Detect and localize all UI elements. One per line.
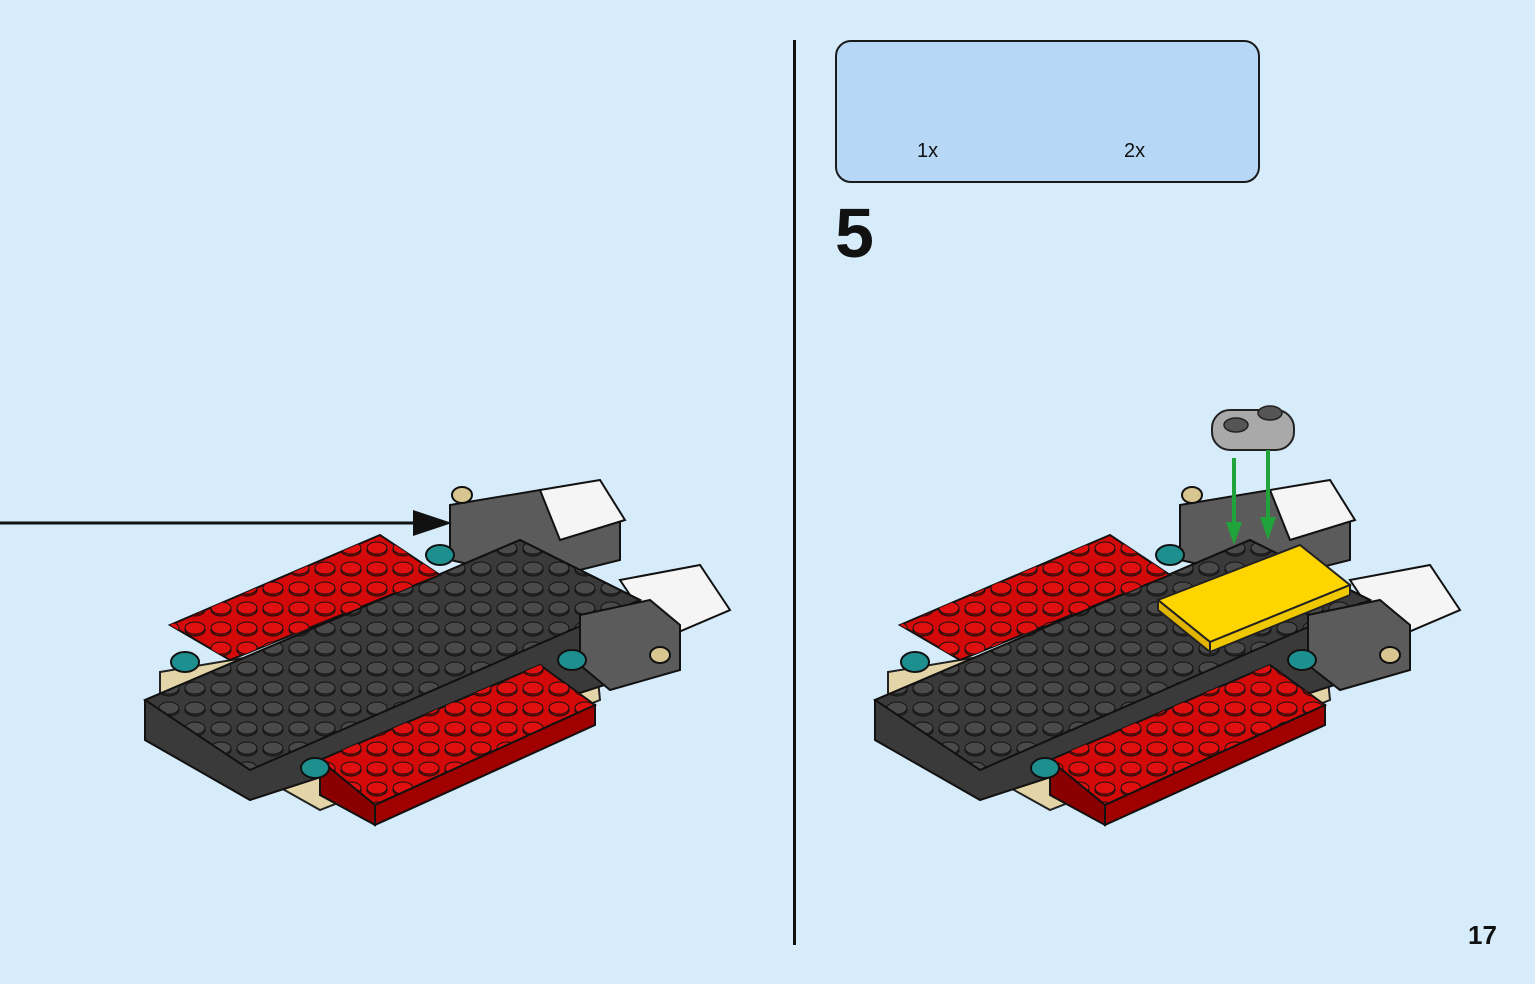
step-number: 5	[835, 194, 874, 272]
callout-arrow-icon	[0, 510, 452, 536]
left-model-illustration	[142, 478, 732, 827]
part-quantity-grey-plate: 2x	[1124, 140, 1146, 162]
parts-callout-box: 1x 2x	[835, 40, 1260, 183]
placement-arrows-icon	[1226, 450, 1276, 545]
page-number: 17	[1468, 920, 1497, 950]
right-model-illustration	[872, 405, 1462, 827]
page-divider	[793, 40, 796, 945]
part-quantity-yellow-tile: 1x	[917, 140, 939, 162]
